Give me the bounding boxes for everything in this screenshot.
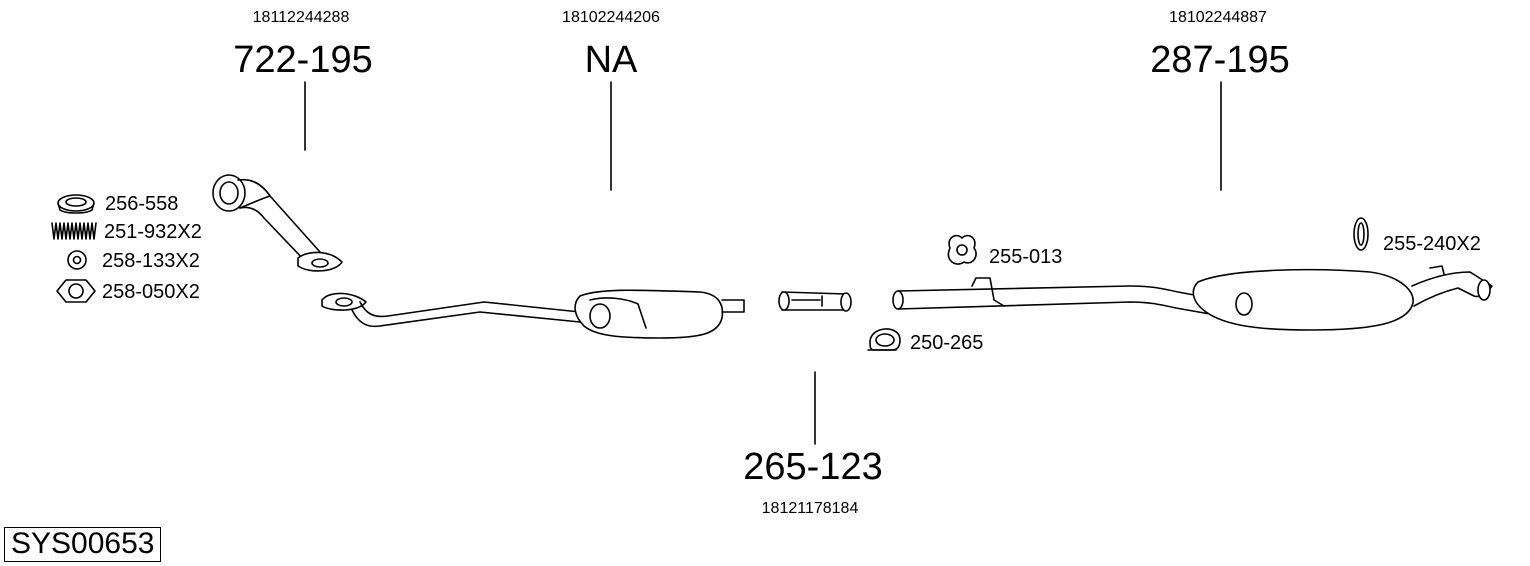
clamp-icon <box>867 328 901 351</box>
middle-pipe-silencer-drawing <box>321 289 745 339</box>
o-ring-icon <box>1353 217 1369 251</box>
washer-icon <box>67 250 87 270</box>
system-code-box: SYS00653 <box>4 527 162 562</box>
label-250-265[interactable]: 250-265 <box>910 332 984 354</box>
label-255-013[interactable]: 255-013 <box>989 246 1063 268</box>
rear-pipe-silencer-drawing <box>892 265 1493 331</box>
gasket-ring-icon <box>57 194 95 214</box>
part-code-265-123[interactable]: 265-123 <box>743 446 883 488</box>
label-258-133x2[interactable]: 258-133X2 <box>102 250 200 272</box>
label-256-558[interactable]: 256-558 <box>105 193 179 215</box>
rubber-mount-icon <box>947 234 977 265</box>
part-code-722-195[interactable]: 722-195 <box>233 39 373 81</box>
label-251-932x2[interactable]: 251-932X2 <box>104 221 202 243</box>
part-ref-na: 18102244206 <box>562 9 660 26</box>
part-ref-287-195: 18102244887 <box>1169 9 1267 26</box>
front-pipe-drawing <box>212 174 343 272</box>
label-255-240x2[interactable]: 255-240X2 <box>1383 233 1481 255</box>
part-ref-722-195: 18112244288 <box>252 9 350 26</box>
part-code-287-195[interactable]: 287-195 <box>1150 39 1290 81</box>
part-ref-265-123: 18121178184 <box>761 500 859 517</box>
hex-nut-icon <box>56 279 96 303</box>
label-258-050x2[interactable]: 258-050X2 <box>102 281 200 303</box>
spring-icon <box>51 222 97 240</box>
connector-pipe-drawing <box>778 291 852 312</box>
part-code-na[interactable]: NA <box>584 39 638 81</box>
